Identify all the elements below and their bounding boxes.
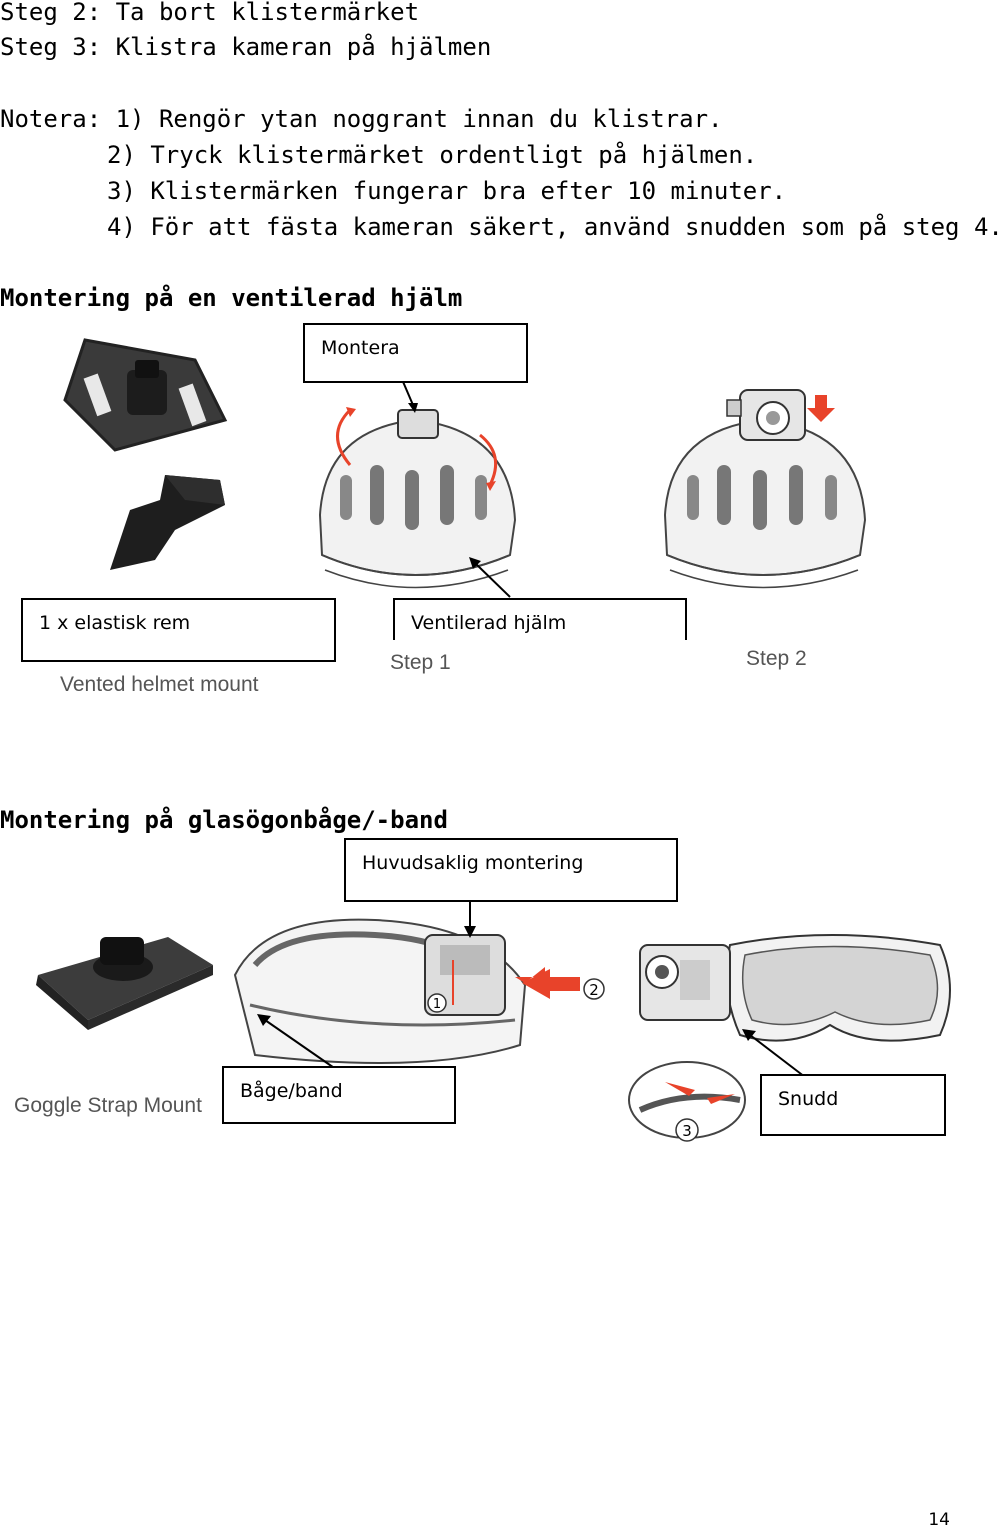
goggle-strap-image: 1: [233, 918, 545, 1064]
marker-2: 2: [589, 981, 599, 999]
vented-mount-image: [63, 338, 228, 570]
label-vented-helmet: Ventilerad hjälm: [393, 598, 687, 640]
arrow-to-main-mount: [464, 898, 476, 938]
note-2: 2) Tryck klistermärket ordentligt på hjä…: [107, 141, 758, 169]
caption-step1: Step 1: [390, 651, 451, 674]
caption-goggle-mount: Goggle Strap Mount: [14, 1094, 202, 1117]
label-cord: Snudd: [760, 1074, 946, 1136]
helmet-step2-image: [663, 389, 867, 589]
note-4: 4) För att fästa kameran säkert, använd …: [107, 213, 1003, 241]
marker-3: 3: [682, 1122, 692, 1140]
cord-detail-inset: 3: [628, 1061, 746, 1142]
label-main-mount: Huvudsaklig montering: [344, 838, 678, 902]
caption-vented-mount: Vented helmet mount: [60, 673, 259, 696]
page-number: 14: [928, 1510, 950, 1530]
goggle-mount-image: [36, 937, 213, 1030]
goggle-camera-image: [639, 934, 951, 1042]
step2-text: Steg 2: Ta bort klistermärket: [0, 0, 420, 26]
note-1: Notera: 1) Rengör ytan noggrant innan du…: [0, 105, 723, 133]
arrow-to-helmet: [469, 557, 511, 598]
label-elastic-strap: 1 x elastisk rem: [21, 598, 336, 662]
marker-1: 1: [433, 997, 441, 1012]
label-frame-band: Båge/band: [222, 1066, 456, 1124]
helmet-step1-image: [318, 407, 517, 589]
section-heading-goggle: Montering på glasögonbåge/-band: [0, 806, 448, 834]
section-heading-vented: Montering på en ventilerad hjälm: [0, 284, 463, 312]
caption-step2: Step 2: [746, 647, 807, 670]
red-arrow-2: 2: [522, 969, 605, 1000]
arrow-to-frame: [257, 1014, 341, 1073]
note-3: 3) Klistermärken fungerar bra efter 10 m…: [107, 177, 787, 205]
step3-text: Steg 3: Klistra kameran på hjälmen: [0, 33, 492, 61]
arrow-to-cord: [742, 1029, 806, 1078]
label-mount: Montera: [303, 323, 528, 383]
